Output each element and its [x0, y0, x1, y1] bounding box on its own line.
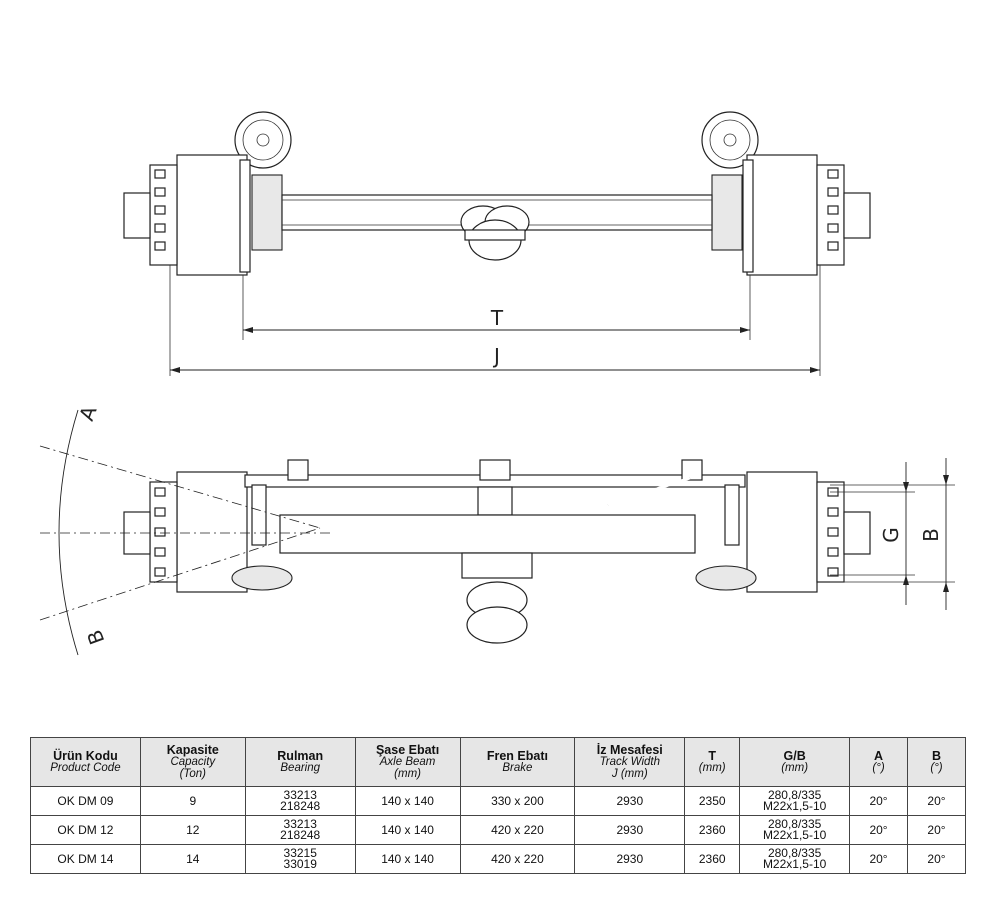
- cell-brake: 420 x 220: [459, 844, 576, 874]
- cell-beam: 140 x 140: [354, 786, 461, 816]
- cell-t: 2360: [684, 844, 741, 874]
- cell-a: 20°: [849, 844, 908, 874]
- dimension-label-t: T: [490, 306, 504, 330]
- cell-capacity: 14: [139, 844, 246, 874]
- cell-beam: 140 x 140: [354, 815, 461, 845]
- angle-label-a: A: [74, 402, 101, 423]
- axle-technical-drawing: T J: [39, 111, 955, 656]
- cell-brake: 420 x 220: [459, 815, 576, 845]
- cell-beam: 140 x 140: [354, 844, 461, 874]
- dimension-label-g: G: [879, 527, 903, 543]
- axle-top-view: T J: [123, 111, 871, 376]
- cell-track: 2930: [574, 786, 686, 816]
- angle-label-b: B: [82, 627, 109, 648]
- cell-code: OK DM 12: [30, 815, 141, 845]
- cell-brake: 330 x 200: [459, 786, 576, 816]
- cell-capacity: 12: [139, 815, 246, 845]
- cell-track: 2930: [574, 815, 686, 845]
- dimension-label-b: B: [919, 528, 943, 542]
- cell-b: 20°: [907, 815, 966, 845]
- cell-track: 2930: [574, 844, 686, 874]
- dimension-label-j: J: [492, 344, 500, 368]
- header-b: B(°): [907, 737, 966, 787]
- header-t: T(mm): [684, 737, 741, 787]
- cell-a: 20°: [849, 786, 908, 816]
- cell-b: 20°: [907, 786, 966, 816]
- cell-code: OK DM 14: [30, 844, 141, 874]
- cell-a: 20°: [849, 815, 908, 845]
- header-gb: G/B(mm): [739, 737, 851, 787]
- cell-code: OK DM 09: [30, 786, 141, 816]
- cell-t: 2350: [684, 786, 741, 816]
- cell-b: 20°: [907, 844, 966, 874]
- axle-front-view: A B G B: [39, 402, 955, 656]
- cell-t: 2360: [684, 815, 741, 845]
- cell-capacity: 9: [139, 786, 246, 816]
- header-a: A(°): [849, 737, 908, 787]
